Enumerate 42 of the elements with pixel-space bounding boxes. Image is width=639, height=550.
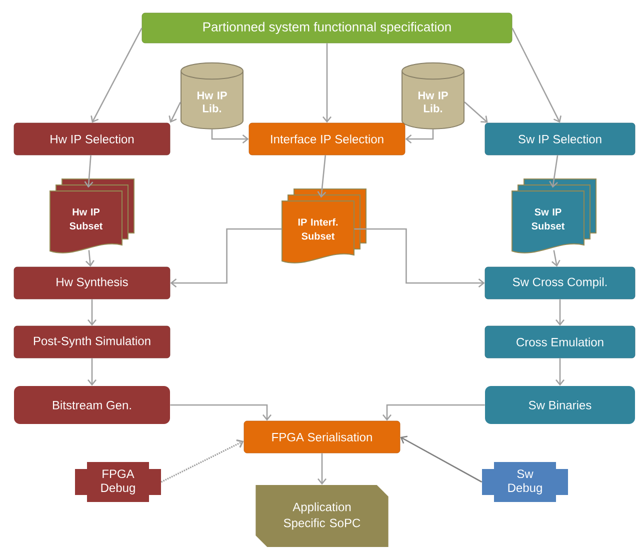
process-box: Interface IP Selection [248, 122, 406, 156]
database-cylinder: Hw IP Lib. [180, 62, 244, 130]
arrow [317, 155, 326, 198]
arrow [552, 250, 560, 267]
arrow [84, 155, 94, 188]
debug-box: FPGA Debug [75, 462, 161, 502]
arrow [88, 358, 97, 386]
arrow [556, 358, 565, 386]
arrow [382, 404, 485, 421]
database-cylinder: Hw IP Lib. [402, 62, 464, 130]
arrow [168, 102, 182, 123]
process-box: Sw Binaries [485, 386, 635, 424]
arrow [170, 228, 282, 288]
arrow [400, 436, 482, 483]
arrow [318, 453, 327, 485]
arrow [354, 228, 485, 288]
arrow [85, 250, 94, 267]
arrow [556, 299, 565, 326]
document-stack: IP Interf. Subset [282, 188, 366, 264]
document-stack: Sw IP Subset [512, 178, 596, 254]
result-box: Application Specific SoPC [256, 485, 388, 547]
arrow [170, 404, 272, 421]
arrow [405, 129, 434, 144]
process-box: Bitstream Gen. [14, 386, 170, 424]
arrow [160, 439, 244, 483]
process-box: Cross Emulation [484, 326, 636, 358]
arrow [88, 299, 97, 326]
process-box: Post-Synth Simulation [14, 326, 170, 358]
process-box: FPGA Serialisation [244, 420, 400, 454]
arrow [211, 129, 249, 144]
arrow [322, 43, 332, 123]
process-box: Hw Synthesis [14, 266, 170, 300]
arrow [90, 28, 142, 123]
arrow [464, 102, 488, 123]
process-box: Hw IP Selection [14, 122, 170, 156]
process-box: Sw IP Selection [484, 122, 636, 156]
process-box: Sw Cross Compil. [484, 266, 636, 300]
arrow [512, 28, 562, 123]
arrow [549, 155, 558, 188]
debug-box: Sw Debug [482, 462, 568, 502]
process-box: Partionned system functionnal specification [142, 12, 512, 44]
document-stack: Hw IP Subset [50, 178, 134, 254]
